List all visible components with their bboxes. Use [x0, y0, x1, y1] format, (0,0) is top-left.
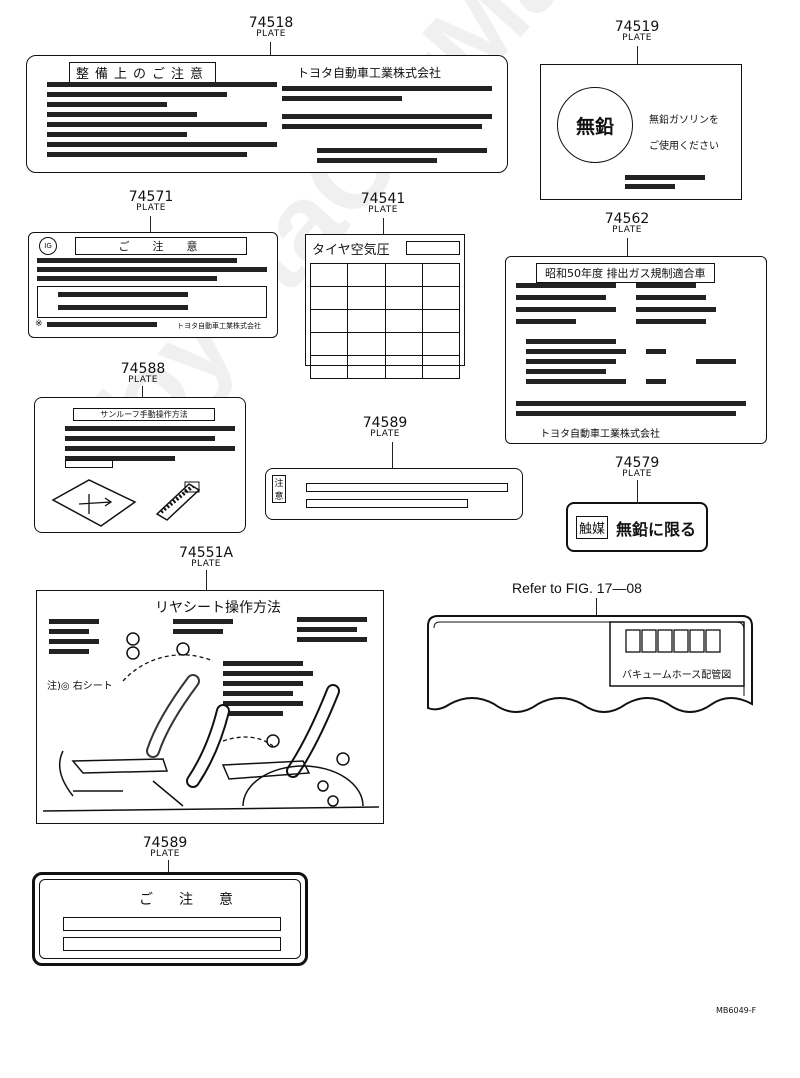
callout-74589-b: 74589 PLATE	[140, 836, 190, 859]
plate-74541: タイヤ空気圧	[305, 234, 465, 379]
plate-74518: 整備上のご注意 トヨタ自動車工業株式会社	[26, 55, 508, 173]
plate-74562: 昭和50年度 排出ガス規制適合車 トヨタ自動車工業株式会社	[505, 256, 767, 444]
plate-title: ご 注 意	[139, 892, 239, 908]
vacuum-hose-text: バキュームホース配管図	[622, 670, 732, 681]
plate-note: 注)◎ 右シート	[47, 681, 113, 692]
callout-74551A: 74551A PLATE	[176, 546, 236, 569]
circle-text: 無鉛	[575, 115, 614, 138]
plate-title: タイヤ空気圧	[312, 243, 390, 258]
plate-title: サンルーフ手動操作方法	[73, 408, 215, 421]
plate-text: 無鉛に限る	[616, 520, 697, 539]
plate-line-2: ご使用ください	[649, 141, 719, 152]
part-label: PLATE	[622, 33, 652, 43]
part-label: PLATE	[136, 203, 166, 213]
drawing-code: MB6049-F	[716, 1006, 757, 1015]
part-number: 74551A	[178, 545, 234, 561]
callout-74588: 74588 PLATE	[118, 362, 168, 385]
pressure-table	[309, 263, 461, 379]
plate-title: 昭和50年度 排出ガス規制適合車	[536, 263, 715, 283]
plate-title: ご 注 意	[75, 237, 247, 255]
part-label: PLATE	[622, 469, 652, 479]
sunroof-illustration	[51, 479, 201, 527]
unleaded-circle: 無鉛	[557, 87, 633, 163]
plate-74519: 無鉛 無鉛ガソリンを ご使用ください	[540, 64, 742, 200]
callout-74589-a: 74589 PLATE	[360, 416, 410, 439]
part-number: 74588	[120, 361, 166, 377]
part-label: PLATE	[256, 29, 286, 39]
plate-74571: IG ご 注 意 ※ トヨタ自動車工業株式会社	[28, 232, 278, 338]
plate-line-1: 無鉛ガソリンを	[649, 115, 719, 126]
plate-74579: 触媒 無鉛に限る	[566, 502, 708, 552]
callout-74571: 74571 PLATE	[126, 190, 176, 213]
plate-74588: サンルーフ手動操作方法	[34, 397, 246, 533]
plate-maker: トヨタ自動車工業株式会社	[297, 66, 442, 80]
part-label: PLATE	[128, 375, 158, 385]
vacuum-hose-label	[427, 615, 753, 713]
part-number: 74541	[360, 191, 406, 207]
part-number: 74519	[614, 19, 660, 35]
part-label: PLATE	[612, 225, 642, 235]
callout-74579: 74579 PLATE	[612, 456, 662, 479]
part-label: PLATE	[368, 205, 398, 215]
plate-74589-b: ご 注 意	[32, 872, 308, 966]
callout-74562: 74562 PLATE	[602, 212, 652, 235]
plate-badge: 注意	[272, 475, 286, 503]
callout-74518: 74518 PLATE	[246, 16, 296, 39]
part-number: 74518	[248, 15, 294, 31]
part-number: 74562	[604, 211, 650, 227]
rear-seat-illustration	[43, 632, 379, 812]
part-label: PLATE	[191, 559, 221, 569]
plate-title: リヤシート操作方法	[155, 600, 281, 616]
plate-maker: トヨタ自動車工業株式会社	[177, 322, 261, 330]
part-number: 74571	[128, 189, 174, 205]
plate-maker: トヨタ自動車工業株式会社	[540, 429, 660, 440]
plate-74589-a: 注意	[265, 468, 523, 520]
part-number: 74589	[142, 835, 188, 851]
plate-note: ※	[35, 319, 43, 329]
callout-74519: 74519 PLATE	[612, 20, 662, 43]
plate-74551A: リヤシート操作方法 注)◎ 右シート	[36, 590, 384, 824]
ig-icon: IG	[39, 237, 57, 255]
plate-box: 触媒	[576, 516, 609, 539]
part-number: 74589	[362, 415, 408, 431]
part-label: PLATE	[370, 429, 400, 439]
refer-note: Refer to FIG. 17—08	[512, 580, 642, 596]
plate-title: 整備上のご注意	[69, 62, 217, 83]
callout-74541: 74541 PLATE	[358, 192, 408, 215]
part-number: 74579	[614, 455, 660, 471]
part-label: PLATE	[150, 849, 180, 859]
